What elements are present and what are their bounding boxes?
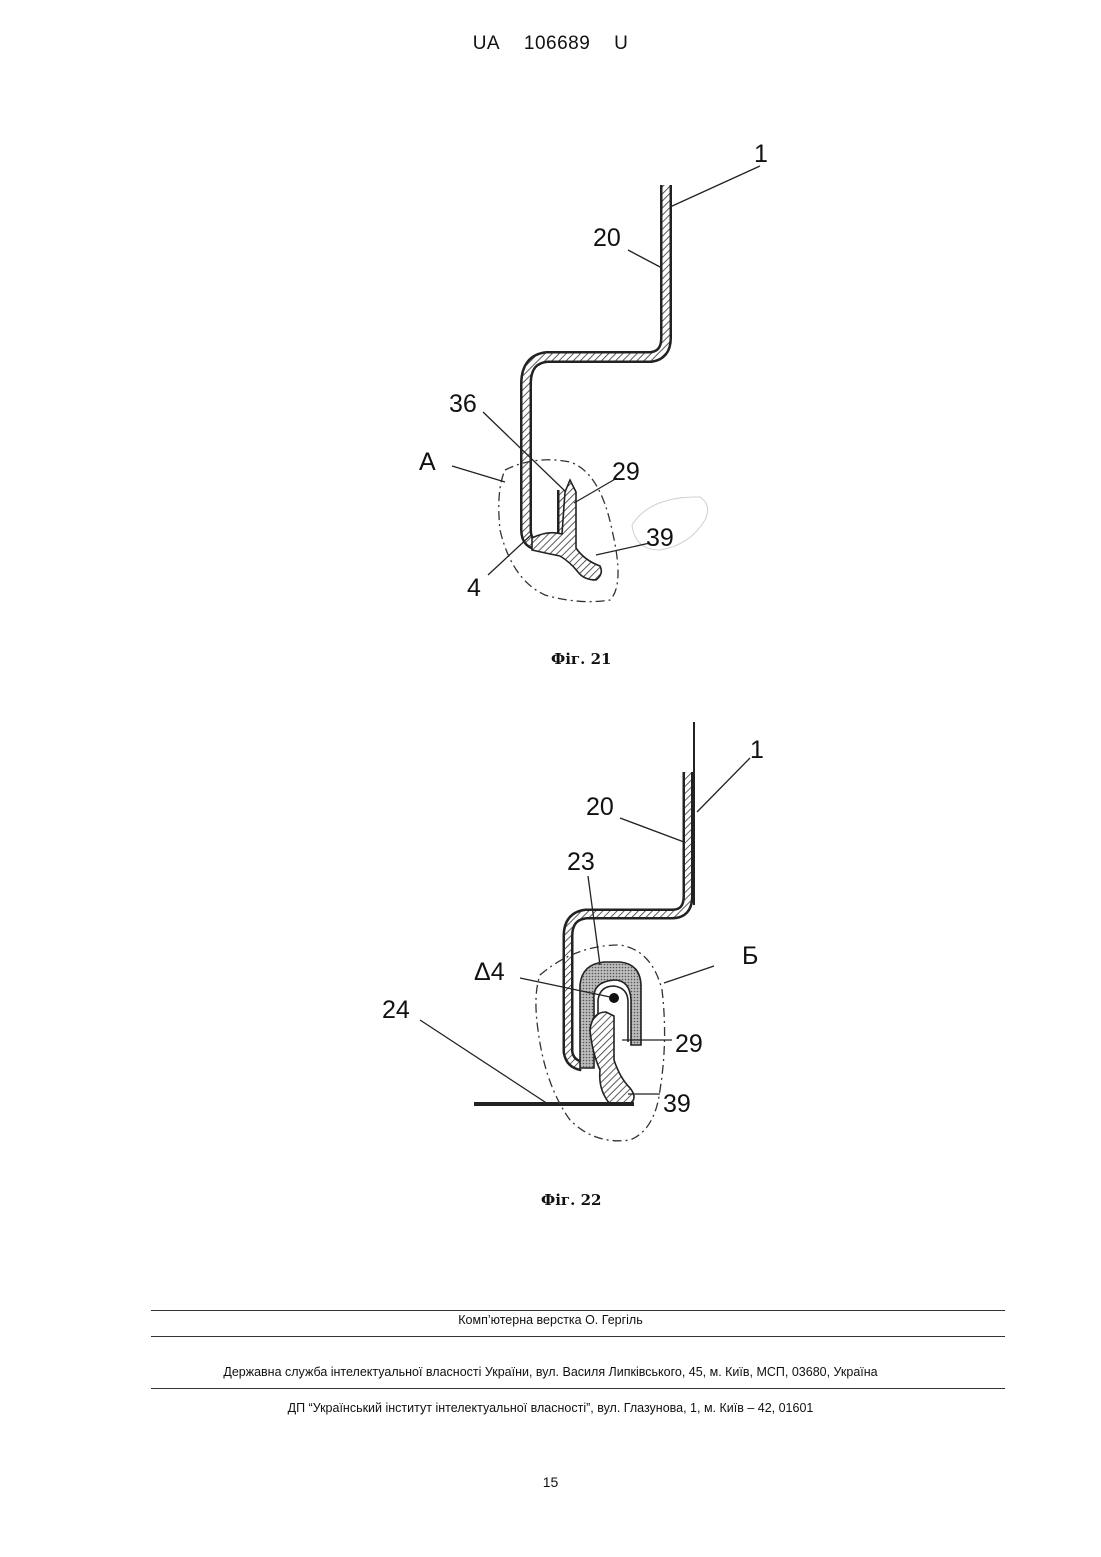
fig22-hole bbox=[609, 993, 619, 1003]
fig22-label-23: 23 bbox=[567, 848, 595, 876]
footer-institute-address: ДП “Український інститут інтелектуальної… bbox=[0, 1401, 1101, 1415]
fig21-label-1: 1 bbox=[754, 140, 768, 168]
footer-rule-middle bbox=[151, 1336, 1005, 1337]
fig22-label-24: 24 bbox=[382, 996, 410, 1024]
footer-rule-top bbox=[151, 1310, 1005, 1311]
fig21-label-29: 29 bbox=[612, 458, 640, 486]
fig22-label-29: 29 bbox=[675, 1030, 703, 1058]
fig21-label-20: 20 bbox=[593, 224, 621, 252]
footer-rule-bottom bbox=[151, 1388, 1005, 1389]
fig21-seal bbox=[532, 480, 601, 580]
fig21-label-a: A bbox=[419, 448, 436, 476]
fig22-label-b: Б bbox=[742, 942, 758, 970]
fig21-label-36: 36 bbox=[449, 390, 477, 418]
figure-21: 1 20 36 A 29 39 4 Фіг. 21 bbox=[419, 140, 768, 668]
figure-22: 1 20 23 Δ4 Б 24 29 39 Фіг. 22 bbox=[382, 722, 764, 1209]
fig22-label-39: 39 bbox=[663, 1090, 691, 1118]
page-number: 15 bbox=[0, 1474, 1101, 1490]
footer-layout-credit: Комп’ютерна верстка О. Гергіль bbox=[0, 1313, 1101, 1327]
fig21-label-39: 39 bbox=[646, 524, 674, 552]
fig22-label-1: 1 bbox=[750, 736, 764, 764]
fig22-label-delta4: Δ4 bbox=[474, 958, 505, 986]
fig21-caption: Фіг. 21 bbox=[551, 650, 611, 668]
fig22-label-20: 20 bbox=[586, 793, 614, 821]
fig22-caption: Фіг. 22 bbox=[541, 1191, 601, 1209]
fig21-label-4: 4 bbox=[467, 574, 481, 602]
footer-service-address: Державна служба інтелектуальної власност… bbox=[0, 1365, 1101, 1379]
